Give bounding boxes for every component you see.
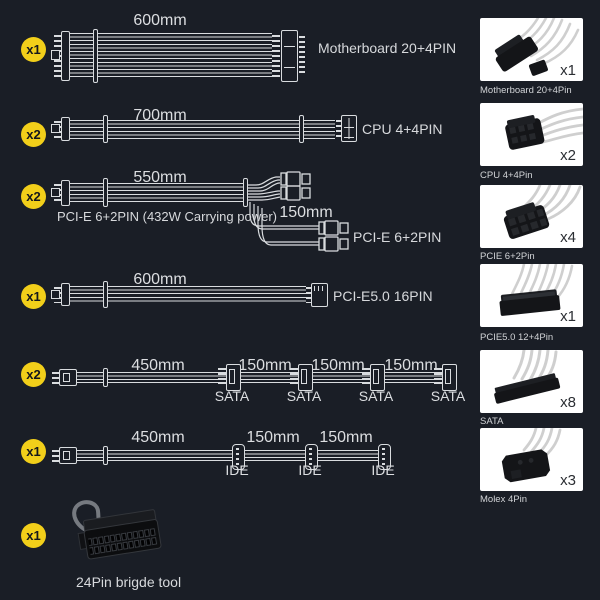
cable-tie	[103, 446, 108, 465]
sata-cable	[77, 372, 448, 383]
sata-connector-image	[494, 350, 561, 404]
card-photo-sata: x8	[480, 350, 583, 413]
connector-pins-left	[52, 450, 59, 463]
pcie-connector-image	[503, 185, 582, 239]
cable-tie	[103, 115, 108, 143]
sata-connector	[290, 364, 313, 391]
qty-badge-row6: x1	[21, 439, 46, 464]
sata-label: SATA	[430, 388, 466, 404]
molex-connector-image	[501, 428, 562, 483]
ribbon-cable-cpu	[70, 120, 335, 139]
connector-pins-outer	[299, 36, 305, 76]
card-label: Motherboard 20+4Pin	[480, 85, 572, 96]
connector-pins-right	[306, 287, 311, 303]
length-label-row5-seg2: 150mm	[238, 357, 292, 374]
card-count: x8	[560, 394, 576, 411]
card-label: SATA	[480, 416, 504, 427]
sata-label: SATA	[214, 388, 250, 404]
card-photo-motherboard: x1	[480, 18, 583, 81]
connector-body-left	[61, 283, 70, 306]
cable-tie	[103, 368, 108, 387]
ide-cable	[77, 450, 385, 461]
connector-pins-right	[272, 35, 280, 77]
cable-label-motherboard: Motherboard 20+4PIN	[318, 40, 457, 56]
ide-label: IDE	[225, 462, 249, 478]
ribbon-cable-pcie	[70, 183, 246, 204]
connector-body-left	[61, 31, 70, 81]
card-count: x3	[560, 472, 576, 489]
cable-label-pcie-main: PCI-E 6+2PIN (432W Carrying power)	[57, 209, 277, 224]
qty-badge-row7: x1	[21, 523, 46, 548]
psu-side-plug	[59, 369, 77, 386]
cable-label-pcie5: PCI-E5.0 16PIN	[333, 288, 433, 304]
card-label: CPU 4+4Pin	[480, 170, 533, 181]
connector-latch	[51, 124, 60, 133]
ide-connector	[378, 444, 391, 470]
connector-body-24pin	[281, 30, 298, 82]
card-label: PCIE 6+2Pin	[480, 251, 535, 262]
card-photo-molex: x3	[480, 428, 583, 491]
connector-body-4plus4	[341, 115, 357, 142]
cable-tie	[93, 29, 98, 83]
ide-label: IDE	[298, 462, 322, 478]
connector-body-left	[61, 117, 70, 141]
sata-label: SATA	[286, 388, 322, 404]
connector-pins-right	[336, 120, 341, 138]
cpu-connector-image	[505, 107, 583, 150]
24pin-bridge-tool-image	[72, 500, 162, 560]
length-label-row3-main: 550mm	[133, 169, 187, 186]
motherboard-connector-image	[494, 18, 580, 76]
cable-tie	[299, 115, 304, 143]
qty-badge-row2: x2	[21, 122, 46, 147]
cable-tie	[103, 281, 108, 308]
cable-tie	[243, 178, 248, 207]
card-photo-cpu: x2	[480, 103, 583, 166]
ide-connector	[305, 444, 318, 470]
qty-badge-row1: x1	[21, 37, 46, 62]
sata-connector	[362, 364, 385, 391]
cable-tie	[103, 178, 108, 207]
card-count: x4	[560, 229, 576, 246]
sata-label: SATA	[358, 388, 394, 404]
length-label-row3-branch: 150mm	[279, 204, 333, 221]
pcie-branch-wires	[248, 171, 349, 252]
ide-connector	[232, 444, 245, 470]
connector-latch	[51, 188, 60, 197]
cable-label-cpu: CPU 4+4PIN	[362, 121, 443, 137]
connector-body-16pin	[311, 283, 328, 307]
qty-badge-row4: x1	[21, 284, 46, 309]
length-label-row6-seg3: 150mm	[319, 429, 373, 446]
cable-label-pcie-branch: PCI-E 6+2PIN	[353, 229, 442, 245]
length-label-row1: 600mm	[133, 12, 187, 29]
sata-connector	[434, 364, 457, 391]
connector-pins-left	[52, 372, 59, 385]
psu-side-plug	[59, 447, 77, 464]
length-label-row5-seg4: 150mm	[384, 357, 438, 374]
card-count: x2	[560, 147, 576, 164]
length-label-row4: 600mm	[133, 271, 187, 288]
length-label-row6-seg2: 150mm	[246, 429, 300, 446]
bridge-tool-label: 24Pin brigde tool	[76, 574, 182, 590]
connector-latch	[51, 50, 60, 60]
card-photo-pcie5: x1	[480, 264, 583, 327]
length-label-row2: 700mm	[133, 107, 187, 124]
card-photo-pcie: x4	[480, 185, 583, 248]
card-label: Molex 4Pin	[480, 494, 527, 505]
pcie5-connector-image	[499, 264, 574, 316]
sata-connector	[218, 364, 241, 391]
length-label-row6-seg1: 450mm	[131, 429, 185, 446]
card-label: PCIE5.0 12+4Pin	[480, 332, 554, 343]
card-count: x1	[560, 62, 576, 79]
qty-badge-row3: x2	[21, 184, 46, 209]
ribbon-cable-motherboard	[70, 33, 272, 79]
length-label-row5-seg3: 150mm	[311, 357, 365, 374]
connector-body-left	[61, 180, 70, 206]
connector-latch	[51, 290, 60, 299]
length-label-row5-seg1: 450mm	[131, 357, 185, 374]
ide-label: IDE	[371, 462, 395, 478]
card-count: x1	[560, 308, 576, 325]
qty-badge-row5: x2	[21, 362, 46, 387]
ribbon-cable-pcie5	[70, 286, 306, 304]
